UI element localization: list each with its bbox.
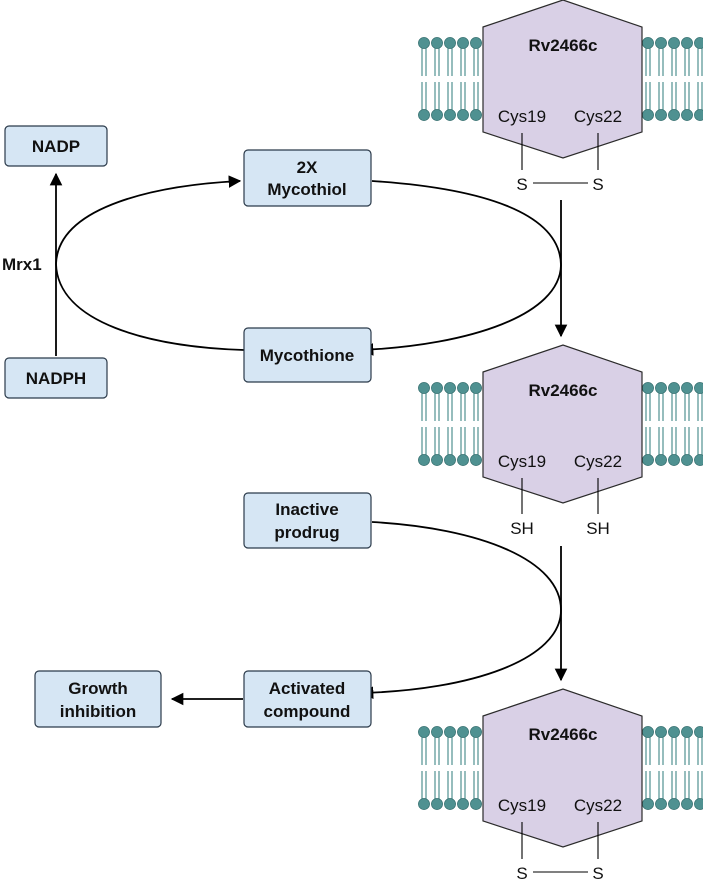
box-mycothiol-line2: Mycothiol: [267, 180, 346, 199]
protein-hexagon: [482, 688, 643, 848]
cycle-arrow-mycothiol-to-mycothione: [360, 180, 562, 356]
protein-name: Rv2466c: [528, 36, 597, 55]
lipid-molecule: [655, 726, 667, 810]
lipid-molecule: [418, 726, 430, 810]
box-prodrug-line1: Inactive: [275, 500, 338, 519]
protein-hexagon: [482, 344, 643, 504]
box-nadp-label: NADP: [32, 137, 80, 156]
box-mycothiol: 2X Mycothiol: [243, 149, 372, 207]
lipid-molecule: [668, 382, 680, 466]
sulfur-a: S: [516, 864, 527, 881]
cys22-label: Cys22: [574, 107, 622, 126]
box-nadp: NADP: [4, 125, 108, 167]
box-growth-line1: Growth: [68, 679, 128, 698]
lipid-molecule: [668, 726, 680, 810]
cys22-label: Cys22: [574, 796, 622, 815]
lipid-molecule: [655, 37, 667, 121]
protein-hexagon: [482, 0, 643, 159]
lipid-molecule: [470, 726, 482, 810]
box-growth-inhibition: Growth inhibition: [34, 670, 162, 728]
sulfur-b: S: [592, 864, 603, 881]
protein-bottom: Rv2466c Cys19 Cys22 S S: [482, 688, 643, 881]
lipid-molecule: [655, 382, 667, 466]
cys22-label: Cys22: [574, 452, 622, 471]
lipid-molecule: [470, 382, 482, 466]
enzyme-label-mrx1: Mrx1: [2, 255, 42, 274]
lipid-molecule: [457, 726, 469, 810]
lipid-molecule: [642, 37, 654, 121]
lipid-molecule: [418, 382, 430, 466]
protein-name: Rv2466c: [528, 381, 597, 400]
cys19-label: Cys19: [498, 452, 546, 471]
box-activated-line2: compound: [264, 702, 351, 721]
lipid-molecule: [431, 726, 443, 810]
lipid-molecule: [642, 726, 654, 810]
box-mycothione-label: Mycothione: [260, 346, 354, 365]
lipid-molecule: [444, 726, 456, 810]
box-activated-compound: Activated compound: [243, 670, 372, 728]
lipid-molecule: [681, 37, 693, 121]
lipid-molecule: [444, 382, 456, 466]
box-nadph-label: NADPH: [26, 369, 86, 388]
cycle-arc-mycothione-to-mrx1: [55, 263, 245, 351]
sulfur-b: S: [592, 175, 603, 194]
lipid-molecule: [457, 382, 469, 466]
box-nadph: NADPH: [4, 357, 108, 399]
box-mycothione: Mycothione: [243, 327, 372, 383]
lipid-molecule: [457, 37, 469, 121]
lipid-molecule: [694, 726, 703, 810]
cys19-label: Cys19: [498, 107, 546, 126]
box-growth-line2: inhibition: [60, 702, 136, 721]
sulfur-a: S: [516, 175, 527, 194]
thiol-a: SH: [510, 519, 534, 538]
protein-middle: Rv2466c Cys19 Cys22 SH SH: [482, 344, 643, 538]
box-activated-line1: Activated: [269, 679, 346, 698]
protein-name: Rv2466c: [528, 725, 597, 744]
lipid-molecule: [668, 37, 680, 121]
box-mycothiol-line1: 2X: [297, 158, 318, 177]
thiol-b: SH: [586, 519, 610, 538]
lipid-molecule: [681, 726, 693, 810]
protein-top: Rv2466c Cys19 Cys22 S S: [482, 0, 643, 194]
cycle-arrow-to-mycothiol: [55, 175, 242, 265]
lipid-molecule: [470, 37, 482, 121]
cys19-label: Cys19: [498, 796, 546, 815]
arrow-prodrug-to-activated: [360, 521, 562, 699]
lipid-molecule: [694, 382, 703, 466]
box-prodrug-line2: prodrug: [274, 523, 339, 542]
box-inactive-prodrug: Inactive prodrug: [243, 492, 372, 549]
lipid-molecule: [418, 37, 430, 121]
membranes: [418, 37, 703, 810]
lipid-molecule: [642, 382, 654, 466]
lipid-molecule: [694, 37, 703, 121]
lipid-molecule: [444, 37, 456, 121]
lipid-molecule: [431, 382, 443, 466]
lipid-molecule: [681, 382, 693, 466]
lipid-molecule: [431, 37, 443, 121]
